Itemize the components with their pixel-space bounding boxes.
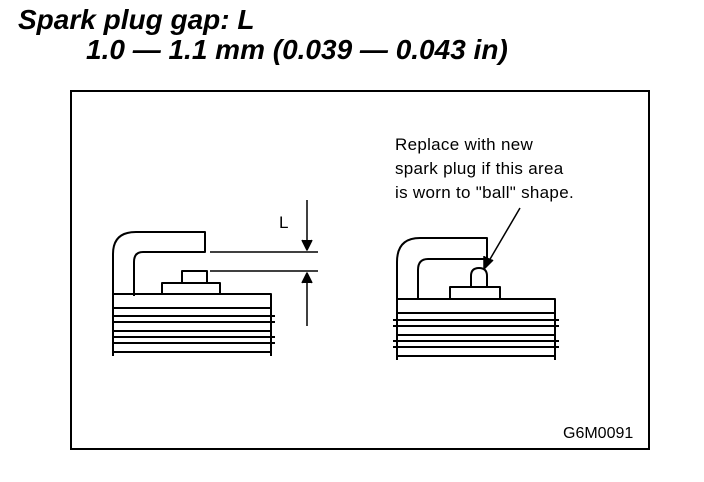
leader-arrow <box>483 207 521 270</box>
title-line-1: Spark plug gap: L <box>18 4 255 35</box>
insulator-tip-right <box>449 286 501 300</box>
worn-spark-plug <box>393 237 559 360</box>
gap-label: L <box>279 213 289 232</box>
figure-code: G6M0091 <box>563 425 634 442</box>
center-electrode-left <box>181 270 208 284</box>
shell-left <box>112 293 272 356</box>
shell-right <box>396 298 556 360</box>
ground-electrode-right <box>396 237 488 300</box>
ground-electrode-left <box>112 231 206 296</box>
insulator-tip-left <box>161 282 221 295</box>
diagram-frame <box>70 90 650 450</box>
title-line-2: 1.0 — 1.1 mm (0.039 — 0.043 in) <box>86 34 508 65</box>
worn-center-electrode <box>470 267 488 287</box>
gap-dimension <box>210 200 318 326</box>
new-spark-plug <box>112 231 275 356</box>
replacement-note: Replace with new spark plug if this area… <box>395 135 574 202</box>
